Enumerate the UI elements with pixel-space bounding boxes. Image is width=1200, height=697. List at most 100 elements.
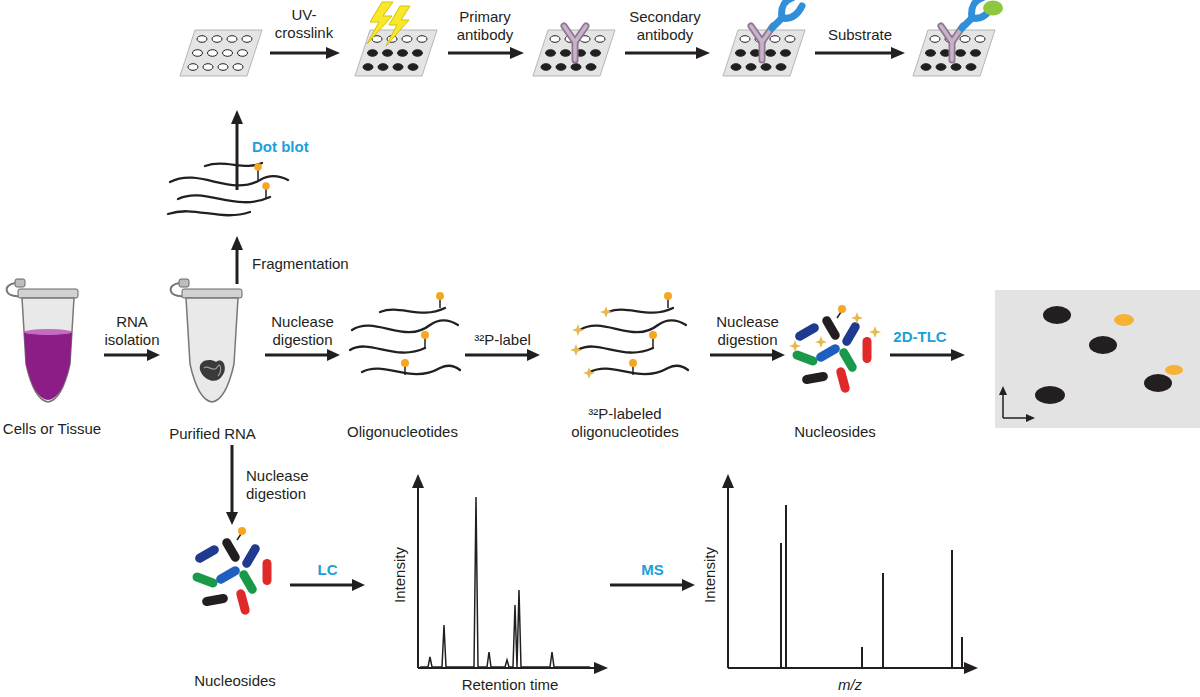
- labeled-oligonucleotides: [570, 344, 582, 356]
- node-caption: m/z: [770, 676, 930, 694]
- flow-arrow: [236, 122, 239, 190]
- method-label: LC: [298, 561, 358, 579]
- flow-arrow: [231, 236, 243, 250]
- tlc-plate: [1114, 314, 1134, 326]
- oligonucleotides: [350, 292, 460, 375]
- step-label: UV-crosslink: [269, 6, 339, 42]
- connector-line: [265, 354, 329, 357]
- mass-spectrum: [722, 474, 978, 674]
- chromatogram: [412, 474, 424, 488]
- step-label: ³²P-label: [458, 331, 548, 349]
- mass-spectrum: [964, 662, 978, 674]
- node-caption: Purified RNA: [160, 425, 265, 443]
- cell-tube: [24, 329, 72, 335]
- flow-connector: [265, 349, 340, 361]
- chromatogram: [412, 474, 608, 674]
- antibodies: [772, 0, 802, 28]
- rna-fragments: [254, 163, 262, 171]
- tlc-plate: [1035, 386, 1065, 404]
- flow-arrow: [326, 47, 340, 59]
- tlc-plate: [999, 386, 1035, 422]
- flow-arrow: [815, 52, 893, 55]
- cell-tube: [7, 279, 78, 402]
- illustration-node: Nucleosides: [180, 525, 290, 695]
- uv-lightning: [386, 6, 410, 46]
- step-label: Nuclease digestion: [246, 467, 336, 503]
- mass-spectrum: [861, 647, 863, 667]
- step-label: Fragmentation: [252, 255, 349, 273]
- labeled-oligonucleotides: [583, 367, 595, 379]
- membrane-row: [180, 30, 262, 76]
- antibodies: [941, 26, 963, 60]
- connector-line: [290, 584, 354, 587]
- tlc-plate: [1144, 374, 1172, 392]
- labeled-nucleosides: [791, 305, 871, 394]
- rna-fragments: [168, 211, 250, 215]
- chromatogram: [417, 486, 419, 668]
- rna-tube: [171, 279, 242, 402]
- flow-arrow: [510, 47, 524, 59]
- chromatogram: [420, 497, 590, 667]
- method-label: MS: [623, 561, 683, 579]
- flow-connector: [465, 349, 540, 361]
- rna-fragments: [257, 170, 259, 180]
- illustration-node: Oligonucleotides: [340, 295, 465, 445]
- rna-fragments: [262, 182, 270, 190]
- node-caption: Nucleosides: [180, 672, 290, 690]
- axis-label: Intensity: [391, 525, 409, 625]
- arrow-head: [226, 512, 238, 525]
- illustration-node: Cells or Tissue: [0, 285, 104, 445]
- labeled-oligonucleotides: [572, 324, 584, 336]
- arrow-head: [772, 349, 785, 361]
- illustration-node: ³²P-labeled oligonucleotides: [540, 295, 710, 445]
- flow-arrow: [891, 47, 905, 59]
- mass-spectrum: [727, 486, 729, 668]
- flow-arrow: [625, 52, 698, 55]
- connector-line: [610, 584, 684, 587]
- mass-spectrum: [722, 474, 734, 488]
- tlc-plate: [1003, 417, 1028, 419]
- labeled-nucleosides: [815, 336, 827, 348]
- rna-fragments: [205, 163, 262, 166]
- connector-line: [231, 445, 234, 514]
- rna-fragments: [178, 195, 270, 202]
- mass-spectrum: [951, 550, 953, 667]
- cell-tube: [24, 332, 72, 400]
- flow-arrow: [890, 354, 953, 357]
- rna-fragments: [168, 163, 288, 215]
- labeled-nucleosides: [789, 305, 881, 394]
- node-caption: Retention time: [430, 676, 590, 694]
- illustration-node: IntensityRetention time: [365, 470, 610, 696]
- tlc-plate: [995, 290, 1200, 428]
- antibodies: [983, 1, 1003, 16]
- tlc-plate: [1043, 306, 1071, 324]
- step-label: Primary antibody: [448, 8, 522, 44]
- tlc-plate: [1002, 393, 1004, 418]
- mass-spectrum: [722, 474, 978, 674]
- labeled-oligonucleotides: [600, 306, 612, 318]
- step-label: Secondary antibody: [623, 8, 707, 44]
- rna-fragments: [265, 189, 267, 198]
- connector-line: [465, 354, 529, 357]
- labeled-oligonucleotides: [570, 292, 688, 379]
- rna-fragments: [168, 163, 288, 215]
- antibodies: [564, 0, 1003, 60]
- mass-spectrum: [882, 573, 884, 667]
- mass-spectrum: [781, 505, 962, 667]
- connector-line: [104, 354, 149, 357]
- uv-lightning: [367, 2, 410, 46]
- node-caption: ³²P-labeled oligonucleotides: [540, 405, 710, 441]
- chromatogram: [594, 662, 608, 674]
- flow-connector: [290, 579, 365, 591]
- membrane-row: [355, 30, 437, 76]
- flow-connector: [710, 349, 785, 361]
- flow-arrow: [951, 349, 965, 361]
- tlc-plate: [1026, 414, 1035, 422]
- illustration-node: Purified RNA: [160, 285, 265, 445]
- flow-connector: [104, 349, 160, 361]
- flow-connector: [226, 445, 238, 525]
- connector-line: [710, 354, 774, 357]
- node-caption: Cells or Tissue: [0, 420, 104, 438]
